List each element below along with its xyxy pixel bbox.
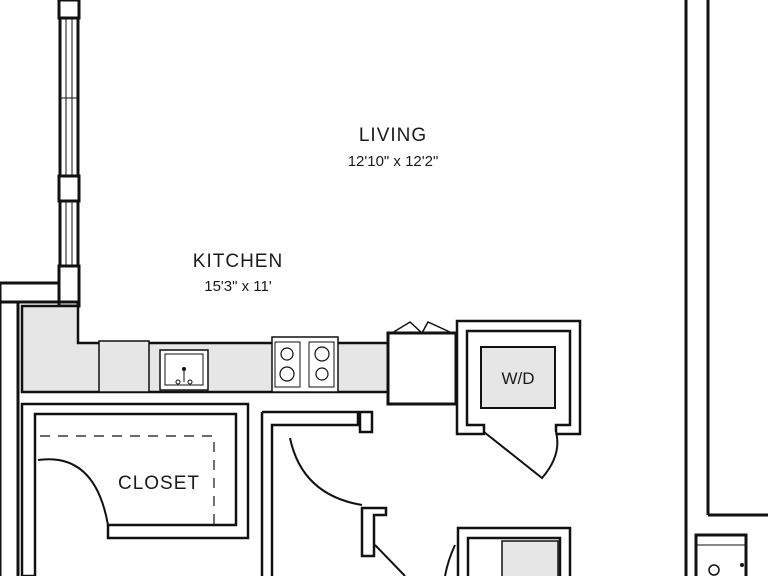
stove-icon[interactable]: [271, 336, 339, 393]
outer-left-wall: [0, 283, 20, 576]
closet-door[interactable]: [37, 458, 109, 526]
closet-shelf-line: [40, 435, 215, 525]
closet-walls: [20, 402, 250, 576]
laundry-label: W/D: [501, 369, 534, 388]
right-exterior-wall: [684, 0, 768, 576]
living-title: LIVING: [359, 125, 427, 146]
bath-door[interactable]: [374, 544, 456, 576]
sink-icon[interactable]: [159, 349, 209, 391]
left-exterior-wall: [57, 0, 81, 308]
window-panes: [60, 18, 78, 266]
kitchen-dimensions: 15'3" x 11': [204, 278, 272, 295]
closet-label: CLOSET: [118, 473, 200, 494]
bath-wall: [456, 526, 572, 576]
hall-door[interactable]: [289, 437, 363, 506]
hallway-wall: [260, 410, 360, 576]
kitchen-title: KITCHEN: [193, 251, 283, 272]
laundry-closet-walls: [455, 319, 582, 436]
fixture-icon: [708, 564, 720, 576]
living-dimensions: 12'10" x 12'2": [348, 153, 439, 170]
outer-wall-jog: [0, 266, 80, 306]
fixture-dot-icon: [740, 563, 744, 567]
pantry-cabinet[interactable]: [386, 321, 458, 406]
vanity[interactable]: [501, 540, 559, 576]
laundry-door[interactable]: [483, 431, 559, 480]
hallway-stub: [358, 410, 374, 434]
bath-entry-walls: [360, 506, 388, 558]
refrigerator[interactable]: [98, 340, 150, 393]
washer-dryer[interactable]: [480, 346, 556, 409]
